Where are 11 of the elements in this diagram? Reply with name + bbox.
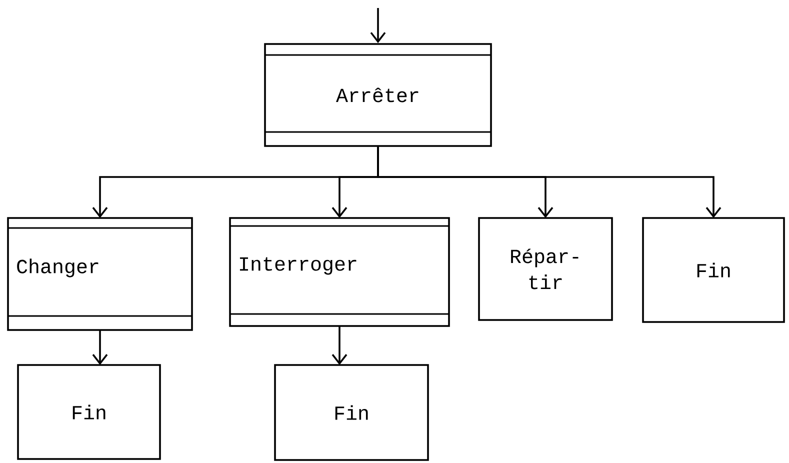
- arrow: [332, 326, 348, 365]
- arrow: [92, 330, 108, 365]
- process-box: Fin: [17, 364, 161, 460]
- process-box: Interroger: [229, 217, 450, 327]
- process-box: Fin: [274, 364, 429, 461]
- arrow: [377, 146, 722, 218]
- arrow: [370, 8, 386, 44]
- process-box: Répar- tir: [478, 217, 613, 321]
- process-box: Changer: [7, 217, 193, 331]
- process-box: Arrêter: [264, 43, 492, 147]
- process-box: Fin: [642, 217, 785, 323]
